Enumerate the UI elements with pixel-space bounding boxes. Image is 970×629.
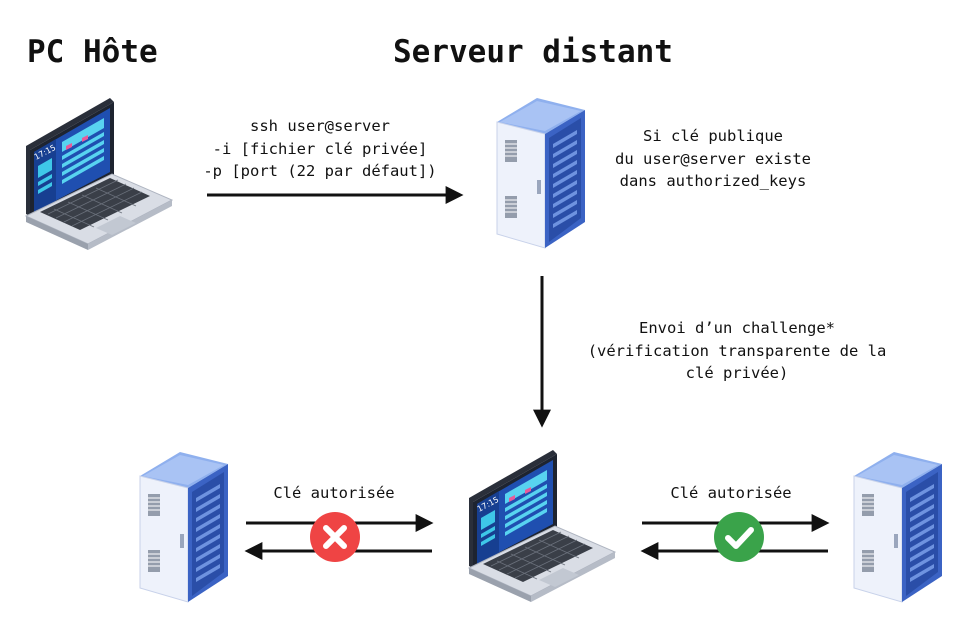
- left-server-icon: [139, 450, 229, 603]
- ssh-command-line-1: ssh user@server: [250, 117, 390, 135]
- ssh-command-label: ssh user@server -i [fichier clé privée] …: [200, 115, 440, 183]
- x-circle-icon: [310, 512, 360, 562]
- left-exchange-label: Clé autorisée: [273, 484, 395, 502]
- challenge-line-2: (vérification transparente de la: [587, 341, 887, 360]
- right-exchange-label: Clé autorisée: [670, 484, 792, 502]
- challenge-line-3: clé privée): [685, 364, 789, 382]
- host-title: PC Hôte: [27, 34, 158, 70]
- key-check-label: Si clé publique du user@server existe da…: [603, 125, 823, 193]
- center-laptop-icon: [468, 449, 616, 603]
- ssh-command-line-2: -i [fichier clé privée]: [212, 139, 428, 158]
- key-check-line-1: Si clé publique: [643, 127, 783, 145]
- challenge-label: Envoi d’un challenge* (vérification tran…: [572, 317, 902, 385]
- remote-title: Serveur distant: [393, 34, 673, 70]
- right-server-icon: [853, 450, 943, 603]
- check-circle-icon: [714, 512, 764, 562]
- key-check-line-2: du user@server existe: [615, 149, 811, 168]
- challenge-line-1: Envoi d’un challenge*: [639, 319, 835, 337]
- key-check-line-3: dans authorized_keys: [619, 172, 807, 190]
- ssh-command-line-3: -p [port (22 par défaut]): [203, 162, 437, 180]
